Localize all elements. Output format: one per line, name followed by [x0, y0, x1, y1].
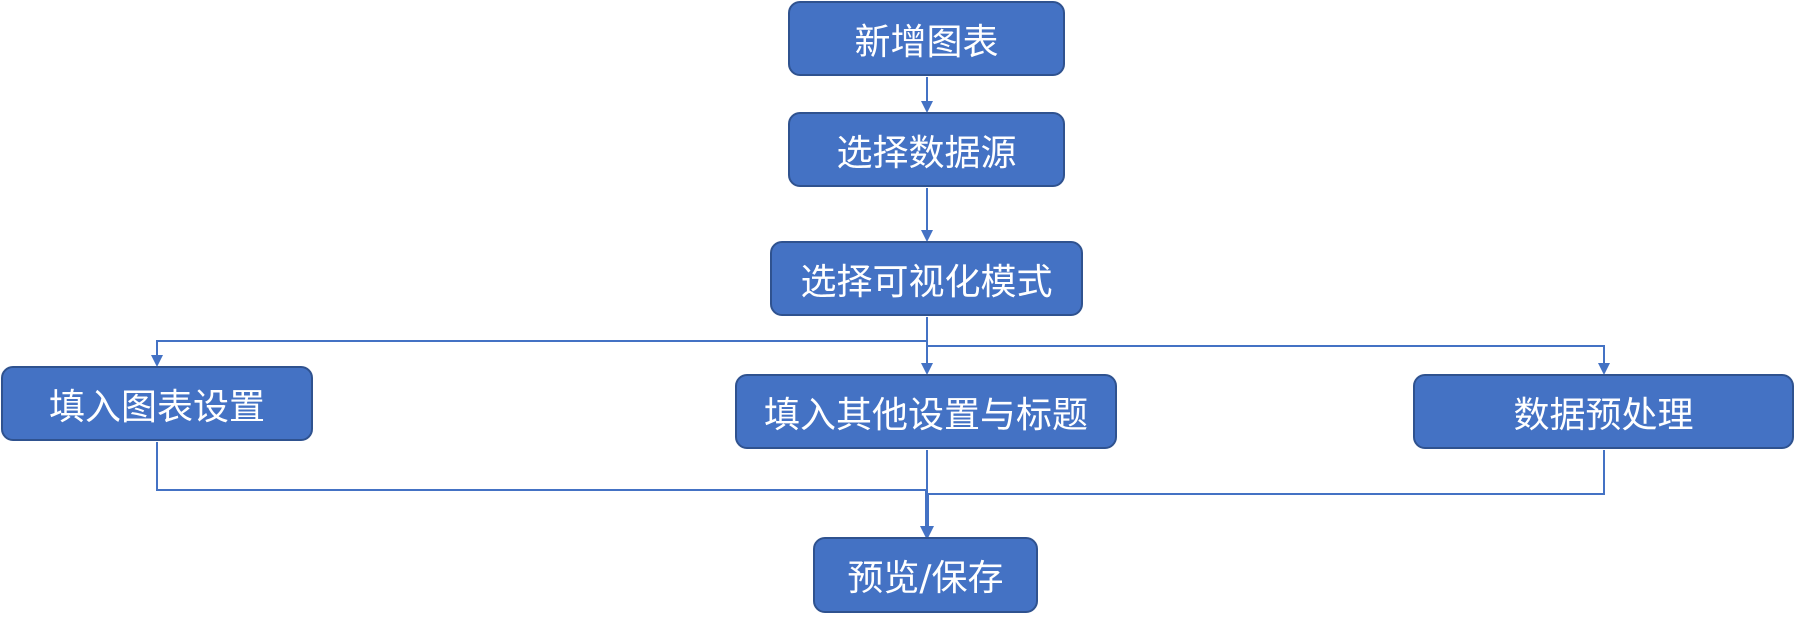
node-fill-other-settings-label: 填入其他设置与标题	[763, 394, 1088, 436]
node-preview-save[interactable]: 预览/保存	[813, 537, 1038, 613]
node-add-chart[interactable]: 新增图表	[788, 1, 1065, 76]
node-add-chart-label: 新增图表	[854, 21, 999, 63]
node-select-vis-mode-label: 选择可视化模式	[800, 261, 1053, 303]
edge-vis-to-preprocess	[926, 341, 1610, 375]
edge-chart-settings-to-preview	[156, 442, 932, 538]
node-select-data-source[interactable]: 选择数据源	[788, 112, 1065, 187]
edge-preprocess-to-preview	[922, 450, 1605, 538]
node-select-data-source-label: 选择数据源	[836, 132, 1017, 174]
node-fill-chart-settings[interactable]: 填入图表设置	[1, 366, 313, 441]
node-select-vis-mode[interactable]: 选择可视化模式	[770, 241, 1083, 316]
edge-vis-to-chart-settings	[151, 317, 928, 367]
node-data-preprocess[interactable]: 数据预处理	[1413, 374, 1794, 449]
node-data-preprocess-label: 数据预处理	[1513, 394, 1694, 436]
node-preview-save-label: 预览/保存	[847, 558, 1004, 599]
node-fill-chart-settings-label: 填入图表设置	[48, 386, 265, 428]
node-fill-other-settings[interactable]: 填入其他设置与标题	[735, 374, 1117, 449]
